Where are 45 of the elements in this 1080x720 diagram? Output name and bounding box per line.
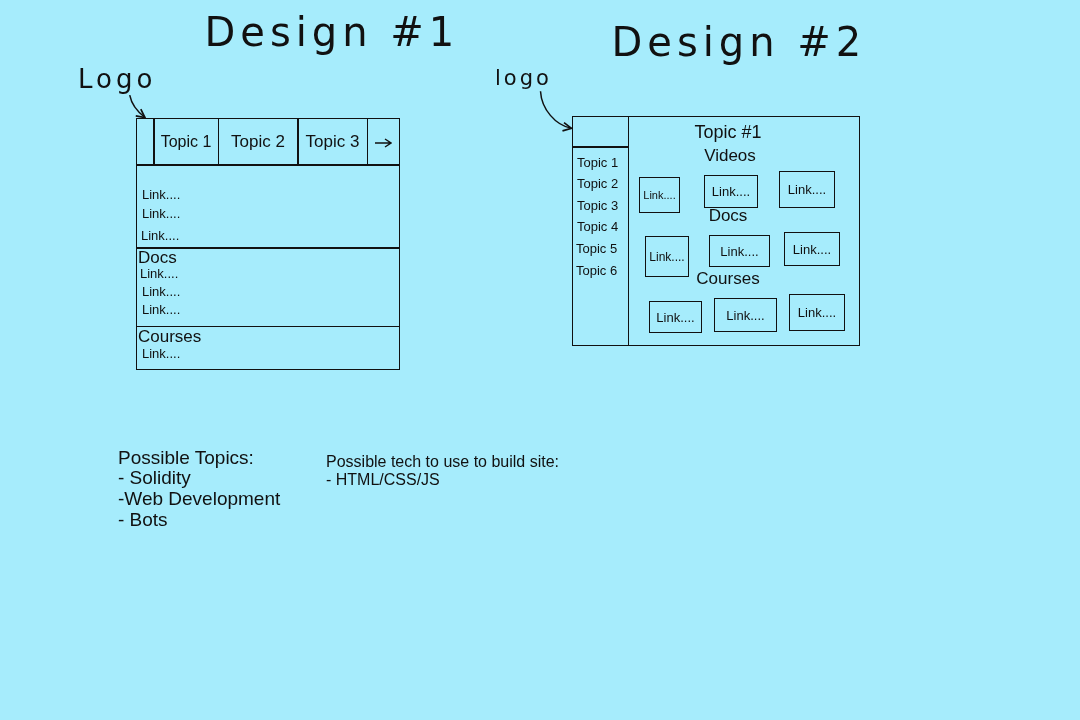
leader-arrow [128,94,146,119]
callout-label: Logo [78,64,157,96]
nav-tab: Topic 2 [217,117,299,166]
link-card: Link.... [649,301,702,333]
section-heading: Docs [138,248,177,269]
link-card: Link.... [704,175,758,208]
link-card: Link.... [714,298,777,332]
page-title: Topic #1 [694,122,762,144]
link-text: Link.... [142,187,181,203]
callout-label: logo [495,66,552,92]
nav-tab: Topic 3 [297,117,368,166]
link-card: Link.... [709,235,770,267]
link-text: Link.... [142,284,181,300]
topic-link: Topic 3 [577,198,619,214]
empty-cell [135,117,155,166]
link-card: Link.... [789,294,845,331]
topic-link: Topic 2 [577,176,619,192]
link-card: Link.... [784,232,840,266]
section-heading: Docs [708,206,748,227]
list-item: - HTML/CSS/JS [326,470,440,490]
link-text: Link.... [142,346,181,362]
topic-link: Topic 5 [576,241,618,257]
list-heading: Possible Topics: [118,447,254,470]
topic-link: Topic 4 [577,219,619,235]
link-text: Link.... [140,266,179,282]
content-section [135,164,400,249]
link-text: Link.... [142,302,181,318]
leader-arrow [539,90,573,132]
link-card: Link.... [779,171,835,208]
topic-link: Topic 1 [577,155,619,171]
list-item: - Bots [118,509,168,532]
list-heading: Possible tech to use to build site: [326,452,560,472]
link-text: Link.... [142,206,181,222]
link-card: Link.... [639,177,680,213]
section-heading: Courses [138,327,202,348]
link-text: Link.... [141,228,180,244]
topic-link: Topic 6 [576,263,618,279]
design-heading: Design #2 [611,17,867,66]
section-heading: Videos [704,146,756,167]
section-heading: Courses [696,269,760,290]
list-item: -Web Development [118,488,281,511]
design-heading: Design #1 [204,7,460,56]
link-card: Link.... [645,236,689,277]
nav-tab: Topic 1 [153,117,219,166]
list-item: - Solidity [118,467,191,490]
